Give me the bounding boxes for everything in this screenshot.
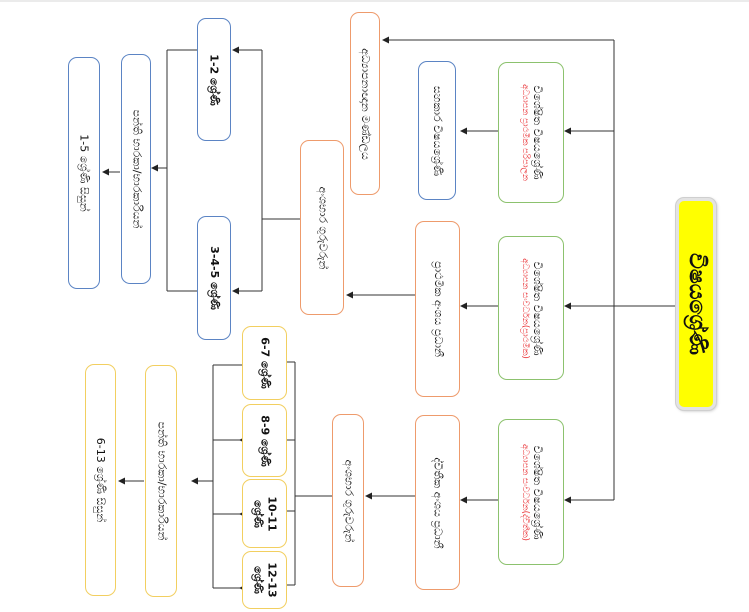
level1-title: විශේෂිත විෂයශ්‍රේණි [530, 85, 544, 180]
primary-head-box: ප්‍රාථමික අංශය ප්‍රධානී [415, 221, 460, 397]
students-label: 6-13 ශ්‍රේණි සිසුන් [94, 437, 108, 523]
level1-subtitle: අධ්‍යාපන සංවර්ධන(ප්‍රාථමික) [519, 257, 530, 359]
grade-label: 10-11 ශ්‍රේණි [251, 495, 279, 532]
academic-board-label: අධ්‍යාපනාඥාන මණ්ඩලය [359, 47, 373, 160]
level1-box-1: විශේෂිත විෂයශ්‍රේණිඅධ්‍යාපන ප්‍රාථමික පර… [498, 62, 564, 203]
level1-subtitle: අධ්‍යාපන සංවර්ධන(ද්විතීක) [519, 443, 530, 541]
grade-box: 6-7 ශ්‍රේණි [242, 326, 287, 400]
grade-label: 12-13 ශ්‍රේණි [251, 562, 279, 598]
grade-box: 8-9 ශ්‍රේණි [242, 404, 287, 477]
class-teachers-box: පන්ති භාරකා/භාරකාරියන් [145, 365, 177, 597]
level1-title: විශේෂිත විෂයශ්‍රේණි [530, 444, 544, 540]
level1-title: විශේෂිත විෂයශ්‍රේණි [530, 260, 544, 356]
grade-label: 1-2 ශ්‍රේණි [208, 53, 222, 106]
grade-label: 6-7 ශ්‍රේණි [258, 337, 272, 389]
level1-box-2: විශේෂිත විෂයශ්‍රේණිඅධ්‍යාපන සංවර්ධන(ප්‍ර… [498, 236, 564, 380]
root-label: විෂයශ්‍රේණි [684, 253, 710, 355]
grade-box: 1-2 ශ්‍රේණි [197, 18, 231, 141]
section-head-primary: අංශභාර ගුරුවරුන් [300, 140, 344, 315]
level1-box-3: විශේෂිත විෂයශ්‍රේණිඅධ්‍යාපන සංවර්ධන(ද්වි… [498, 419, 564, 565]
level1-subtitle: අධ්‍යාපන ප්‍රාථමික පරිපාලන [519, 84, 530, 181]
academic-board-box: අධ්‍යාපනාඥාන මණ්ඩලය [350, 12, 380, 195]
section-head-secondary: අංශභාර ගුරුවරුන් [332, 414, 364, 587]
section-head-label: අංශභාර ගුරුවරුන් [342, 459, 356, 542]
assistant-label: සහකාර විෂයශ්‍රේණි [431, 85, 445, 176]
class-teachers-box: පන්ති භාරකා/භාරකාරියන් [121, 54, 151, 284]
grade-box: 12-13 ශ්‍රේණි [242, 551, 287, 609]
grade-box: 3-4-5 ශ්‍රේණි [197, 216, 231, 340]
class-teachers-label: පන්ති භාරකා/භාරකාරියන් [130, 109, 144, 229]
root-box: විෂයශ්‍රේණි [676, 198, 716, 410]
top-edge [0, 0, 749, 2]
primary-head-label: ප්‍රාථමික අංශය ප්‍රධානී [431, 261, 445, 357]
students-box: 6-13 ශ්‍රේණි සිසුන් [85, 364, 116, 596]
students-label: 1-5 ශ්‍රේණි සිසුන් [78, 134, 92, 212]
students-box: 1-5 ශ්‍රේණි සිසුන් [68, 57, 100, 289]
class-teachers-label: පන්ති භාරකා/භාරකාරියන් [155, 421, 169, 541]
grade-label: 8-9 ශ්‍රේණි [258, 414, 272, 467]
grade-box: 10-11 ශ්‍රේණි [242, 479, 287, 548]
grade-label: 3-4-5 ශ්‍රේණි [208, 246, 222, 310]
secondary-head-label: ද්විතීක අංශය ප්‍රධානී [431, 456, 445, 549]
secondary-head-box: ද්විතීක අංශය ප්‍රධානී [415, 415, 460, 590]
section-head-label: අංශභාර ගුරුවරුන් [316, 186, 330, 269]
assistant-box: සහකාර විෂයශ්‍රේණි [418, 61, 456, 200]
